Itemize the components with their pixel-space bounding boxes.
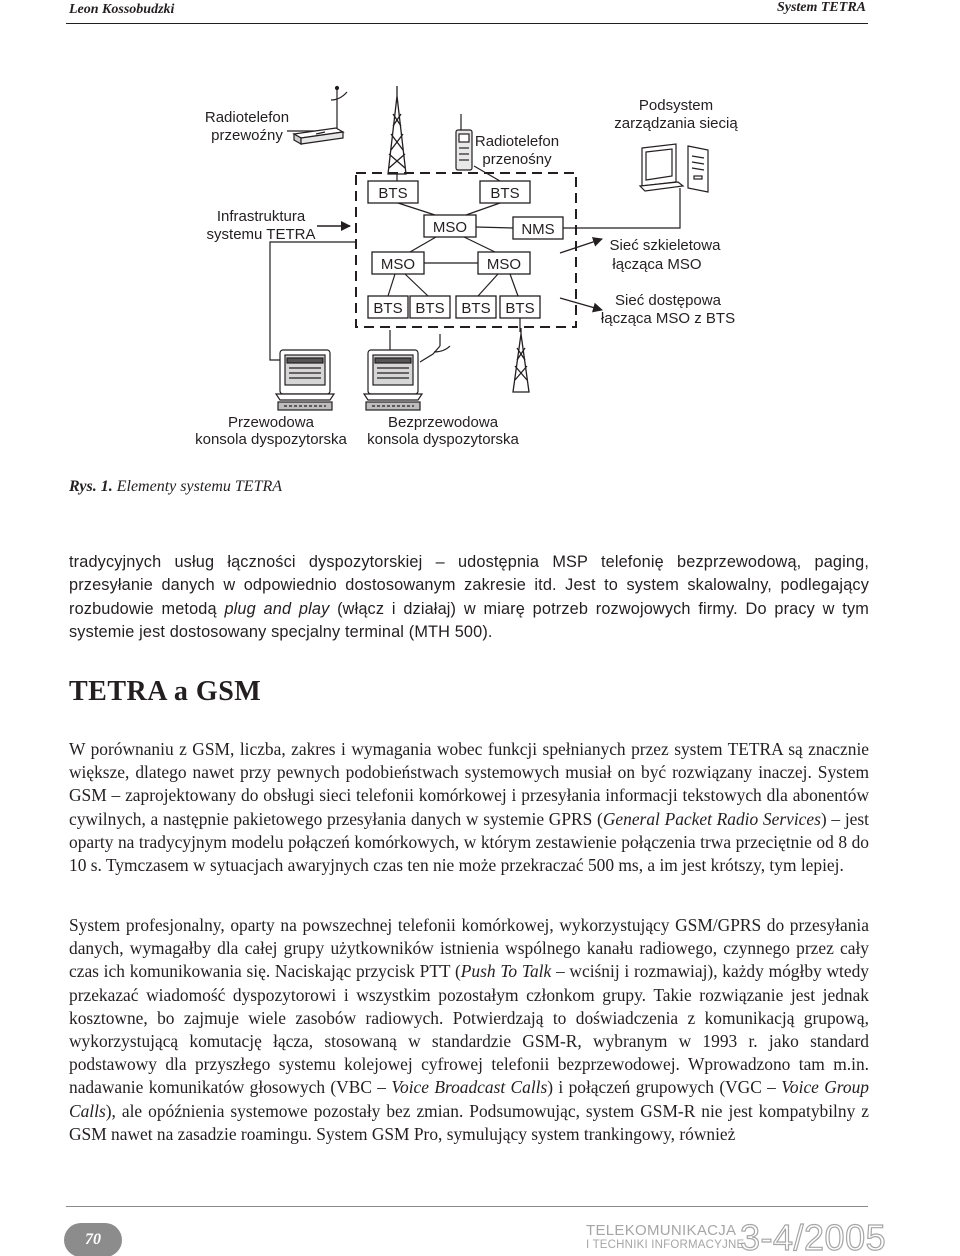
svg-text:BTS: BTS <box>505 300 534 317</box>
paragraph-comparison: W porównaniu z GSM, liczba, zakres i wym… <box>69 739 869 876</box>
svg-text:Przewodowa: Przewodowa <box>228 414 315 431</box>
infrastructure-frame <box>355 172 577 328</box>
label-wireless-console: Bezprzewodowa konsola dyspozytorska <box>367 414 519 448</box>
label-access: Sieć dostępowa łącząca MSO z BTS <box>601 292 735 327</box>
mso-box-left: MSO <box>371 251 425 275</box>
caption-text: Elementy systemu TETRA <box>112 478 283 495</box>
running-header-author: Leon Kossobudzki <box>69 2 175 17</box>
bts-box-top-left: BTS <box>367 180 419 204</box>
caption-prefix: Rys. 1. <box>69 478 113 495</box>
svg-text:systemu TETRA: systemu TETRA <box>207 226 316 243</box>
figure-caption: Rys. 1. Elementy systemu TETRA <box>69 478 282 496</box>
svg-text:MSO: MSO <box>487 256 521 273</box>
bts-box-bottom-3: BTS <box>455 295 497 319</box>
mso-box-right: MSO <box>477 251 531 275</box>
bts-box-bottom-1: BTS <box>367 295 409 319</box>
svg-text:BTS: BTS <box>490 185 519 202</box>
access-arrow <box>559 297 603 313</box>
label-network-mgmt: Podsystem zarządzania siecią <box>614 97 738 132</box>
journal-line1: TELEKOMUNIKACJA <box>586 1222 737 1239</box>
svg-text:Radiotelefon: Radiotelefon <box>205 109 289 126</box>
svg-text:łącząca MSO: łącząca MSO <box>612 256 701 273</box>
label-wired-console: Przewodowa konsola dyspozytorska <box>195 414 347 448</box>
label-portable-radio: Radiotelefon przenośny <box>475 133 559 168</box>
running-header-title: System TETRA <box>776 0 866 15</box>
paragraph-gsm-pro: System profesjonalny, oparty na powszech… <box>69 915 869 1144</box>
page-number-badge: 70 <box>64 1223 122 1256</box>
portable-radio-icon <box>455 114 473 171</box>
svg-text:MSO: MSO <box>433 219 467 236</box>
section-heading: TETRA a GSM <box>69 676 262 707</box>
wireless-console-icon <box>362 334 451 411</box>
bts-box-bottom-4: BTS <box>499 295 541 319</box>
svg-text:zarządzania siecią: zarządzania siecią <box>614 115 738 132</box>
svg-text:BTS: BTS <box>373 300 402 317</box>
nms-box: NMS <box>512 216 564 240</box>
svg-text:Sieć szkieletowa: Sieć szkieletowa <box>610 237 722 254</box>
svg-text:przewoźny: przewoźny <box>211 127 283 144</box>
label-infrastructure: Infrastruktura systemu TETRA <box>207 208 316 243</box>
svg-text:BTS: BTS <box>415 300 444 317</box>
svg-text:MSO: MSO <box>381 256 415 273</box>
bts-box-bottom-2: BTS <box>409 295 451 319</box>
backbone-arrow <box>559 237 603 254</box>
bts-box-top-right: BTS <box>479 180 531 204</box>
tetra-system-diagram: Radiotelefon przewoźny Radiotelefon prze… <box>195 85 738 448</box>
svg-text:BTS: BTS <box>378 185 407 202</box>
workstation-icon <box>638 143 709 193</box>
antenna-tower-icon <box>387 86 407 175</box>
svg-text:NMS: NMS <box>521 221 554 238</box>
svg-text:Infrastruktura: Infrastruktura <box>217 208 306 225</box>
wired-console-icon <box>274 349 336 411</box>
journal-line2: I TECHNIKI INFORMACYJNE <box>586 1239 745 1251</box>
mobile-radio-icon <box>292 85 348 146</box>
journal-name: TELEKOMUNIKACJA I TECHNIKI INFORMACYJNE <box>586 1222 745 1252</box>
svg-text:Sieć dostępowa: Sieć dostępowa <box>615 292 722 309</box>
label-mobile-radio: Radiotelefon przewoźny <box>205 109 289 144</box>
header-rule <box>66 23 868 24</box>
svg-text:Radiotelefon: Radiotelefon <box>475 133 559 150</box>
svg-text:Bezprzewodowa: Bezprzewodowa <box>388 414 499 431</box>
label-backbone: Sieć szkieletowa łącząca MSO <box>610 237 722 273</box>
svg-text:przenośny: przenośny <box>482 151 552 168</box>
svg-text:konsola dyspozytorska: konsola dyspozytorska <box>195 431 347 448</box>
antenna-tower-icon <box>512 328 530 393</box>
svg-text:konsola dyspozytorska: konsola dyspozytorska <box>367 431 519 448</box>
svg-text:Podsystem: Podsystem <box>639 97 713 114</box>
paragraph-intro: tradycyjnych usług łączności dyspozytors… <box>69 553 869 642</box>
mso-box-top: MSO <box>423 214 477 238</box>
network-links <box>269 165 681 363</box>
svg-text:łącząca MSO z BTS: łącząca MSO z BTS <box>601 310 735 327</box>
svg-text:BTS: BTS <box>461 300 490 317</box>
footer-rule <box>66 1206 868 1207</box>
issue-number: 3-4/2005 <box>739 1216 887 1256</box>
